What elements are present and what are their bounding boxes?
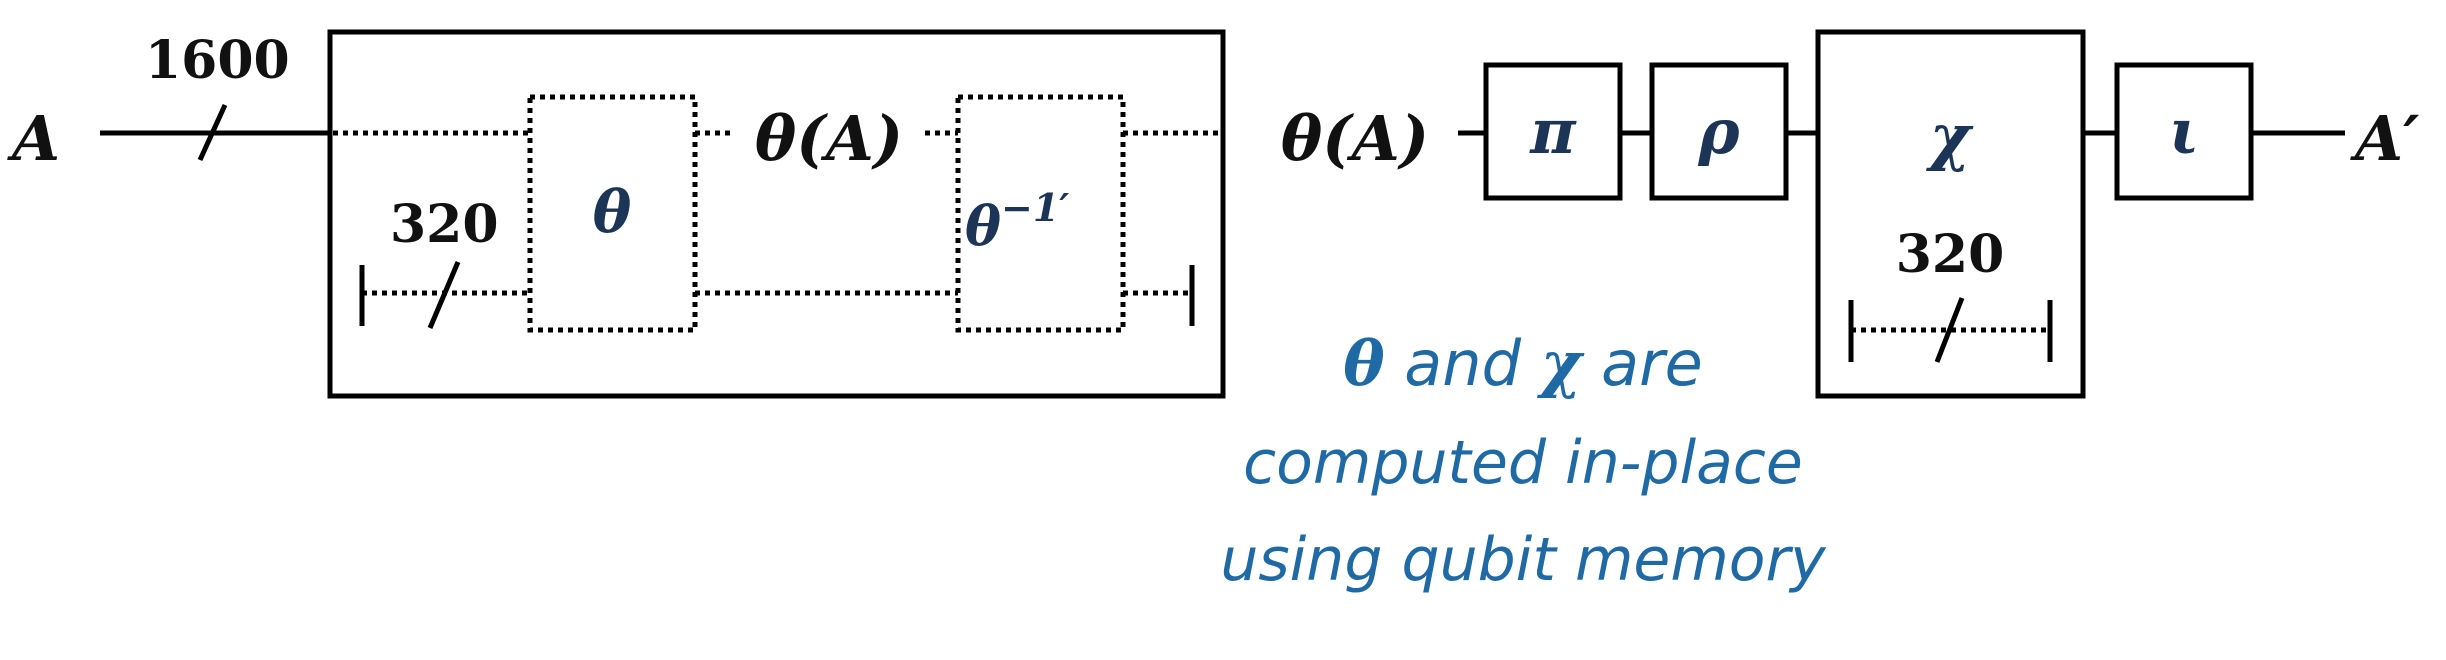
pi-gate-label: π [1529, 95, 1577, 168]
rho-gate-label: ρ [1697, 95, 1740, 168]
pi-gate [1483, 62, 1623, 201]
input-label-A: A [7, 102, 60, 175]
register-size-320: 320 [390, 194, 499, 255]
chi-gate-label: χ [1926, 100, 1974, 173]
note-and: and [1385, 327, 1541, 400]
chi-gate [1815, 29, 2086, 399]
theta-A-inner-label: θ(A) [755, 102, 903, 175]
iota-gate [2114, 62, 2254, 201]
note-line-1: θ and χ are [1343, 327, 1703, 400]
theta-gate-label: θ [593, 178, 632, 246]
iota-gate-label: ι [2169, 95, 2199, 168]
note-chi: χ [1537, 327, 1585, 400]
theta-A-outer-label: θ(A) [1281, 102, 1429, 175]
note-line-3: using qubit memory [1220, 525, 1827, 595]
theta-inverse-gate-label: θ−1′ [965, 185, 1069, 258]
register-slash-320 [427, 261, 461, 329]
note-are: are [1581, 327, 1702, 400]
theta-gate [527, 94, 698, 333]
chi-register-slash [1934, 297, 1965, 363]
register-size-1600: 1600 [145, 30, 290, 91]
note-line-2: computed in-place [1243, 428, 1803, 498]
output-label-A-prime: A′ [2350, 102, 2419, 175]
theta-inverse-superscript: −1′ [1001, 185, 1069, 230]
chi-register-size-320: 320 [1896, 224, 2005, 285]
note-theta: θ [1343, 327, 1385, 400]
register-slash-1600 [197, 103, 228, 162]
rho-gate [1649, 62, 1789, 201]
theta-inverse-base: θ [965, 194, 1001, 258]
theta-inverse-gate [955, 94, 1126, 333]
